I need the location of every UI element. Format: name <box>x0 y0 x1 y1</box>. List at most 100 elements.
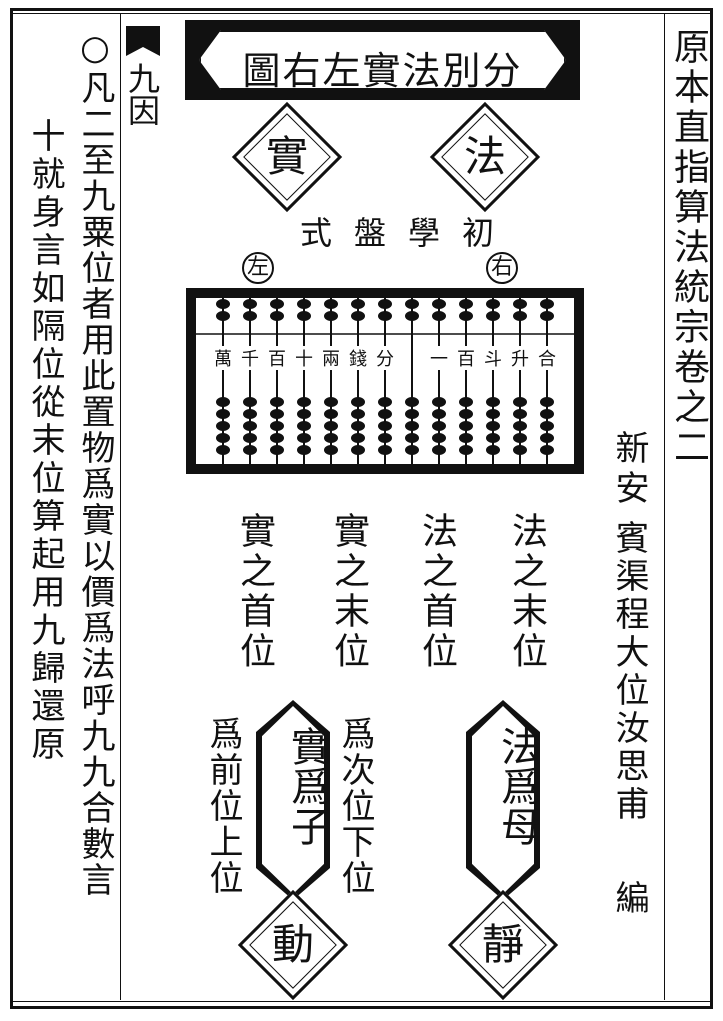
abacus-label-bg <box>456 346 476 370</box>
abacus-lower-bead <box>513 433 527 443</box>
abacus-lower-bead <box>405 409 419 419</box>
abacus-upper-bead <box>297 299 311 309</box>
top-border <box>10 8 713 11</box>
top-border-inner <box>10 13 713 14</box>
abacus-lower-bead <box>243 433 257 443</box>
right-border <box>710 8 713 1009</box>
next-lower-position: 爲次位下位 <box>335 716 375 896</box>
abacus-label-bg <box>240 346 260 370</box>
banner-title: 圖右左實法別分 <box>242 49 523 93</box>
abacus-upper-bead <box>243 299 257 309</box>
abacus-lower-bead <box>297 397 311 407</box>
abacus-beads: 萬千百十兩錢分一百斗升合 <box>196 298 574 464</box>
abacus-rod-label: 錢 <box>349 349 367 370</box>
abacus-rod-label: 一 <box>430 349 448 370</box>
title-banner: 圖右左實法別分 <box>185 20 580 100</box>
abacus-lower-bead <box>270 433 284 443</box>
abacus-lower-bead <box>432 421 446 431</box>
abacus-upper-bead <box>378 311 392 321</box>
abacus-lower-bead <box>513 397 527 407</box>
abacus-lower-bead <box>216 397 230 407</box>
abacus-lower-bead <box>486 397 500 407</box>
dong-diamond-label: 動 <box>271 920 314 969</box>
abacus-lower-bead <box>270 397 284 407</box>
shi-zi-badge-inner <box>262 706 324 894</box>
abacus-lower-bead <box>486 421 500 431</box>
abacus-upper-bead <box>216 299 230 309</box>
abacus-upper-bead <box>297 311 311 321</box>
abacus-lower-bead <box>324 421 338 431</box>
abacus-lower-bead <box>351 397 365 407</box>
abacus-lower-bead <box>540 433 554 443</box>
fa-mu-badge: 法爲母 <box>466 700 540 900</box>
abacus-lower-bead <box>243 409 257 419</box>
abacus-lower-bead <box>297 409 311 419</box>
book-title: 原本直指算法統宗卷之二 <box>668 28 709 468</box>
left-column-divider <box>120 14 121 1000</box>
shi-zi-badge: 實爲子 <box>256 700 330 900</box>
abacus-lower-bead <box>378 433 392 443</box>
abacus-lower-bead <box>405 445 419 455</box>
right-column-divider <box>664 14 665 1000</box>
shi-diamond-label: 實 <box>265 132 308 181</box>
compiled-by: 編 <box>609 880 649 914</box>
shi-last-position: 實之末位 <box>328 512 369 672</box>
abacus-lower-bead <box>270 445 284 455</box>
abacus-label-bg <box>321 346 341 370</box>
body-line-1: ○凡二至九粟位者用此置物爲實以價爲法呼九九合數言 <box>75 28 115 898</box>
abacus-rod-label: 合 <box>538 349 556 370</box>
abacus-lower-bead <box>270 409 284 419</box>
abacus-rod-label: 十 <box>295 349 313 370</box>
abacus-upper-bead <box>459 299 473 309</box>
abacus-lower-bead <box>459 397 473 407</box>
fa-mu-badge-inner <box>472 706 534 894</box>
abacus-lower-bead <box>243 421 257 431</box>
abacus-upper-bead <box>405 311 419 321</box>
left-border <box>10 8 13 1009</box>
abacus-lower-bead <box>486 409 500 419</box>
abacus-lower-bead <box>432 433 446 443</box>
heading-mark-text: 九因 <box>123 62 161 126</box>
abacus-lower-bead <box>270 421 284 431</box>
abacus-upper-bead <box>432 311 446 321</box>
abacus-lower-bead <box>513 421 527 431</box>
shi-zi-text: 實爲子 <box>284 726 330 846</box>
abacus-lower-bead <box>243 397 257 407</box>
abacus-upper-bead <box>540 299 554 309</box>
abacus-upper-bead <box>405 299 419 309</box>
abacus-lower-bead <box>540 409 554 419</box>
abacus-lower-bead <box>378 421 392 431</box>
abacus-lower-bead <box>324 433 338 443</box>
abacus-rod-label: 升 <box>511 349 529 370</box>
abacus-upper-bead <box>486 299 500 309</box>
abacus-upper-bead <box>351 311 365 321</box>
abacus-lower-bead <box>351 409 365 419</box>
abacus-lower-bead <box>405 433 419 443</box>
abacus-rod-label: 斗 <box>484 349 502 370</box>
abacus-lower-bead <box>324 445 338 455</box>
author-name: 賓渠程大位汝思甫 <box>609 520 649 824</box>
abacus-lower-bead <box>378 445 392 455</box>
abacus-upper-bead <box>243 311 257 321</box>
left-marker-text: 左 <box>246 255 269 280</box>
abacus-upper-bead <box>513 311 527 321</box>
abacus-lower-bead <box>432 397 446 407</box>
abacus-upper-bead <box>513 299 527 309</box>
abacus-lower-bead <box>243 445 257 455</box>
abacus-lower-bead <box>459 433 473 443</box>
abacus-lower-bead <box>405 421 419 431</box>
abacus-lower-bead <box>351 445 365 455</box>
abacus-upper-bead <box>432 299 446 309</box>
abacus-rod-label: 兩 <box>322 349 340 370</box>
abacus-label-bg <box>213 346 233 370</box>
abacus-lower-bead <box>513 409 527 419</box>
abacus-rod-label: 分 <box>376 349 394 370</box>
left-marker: 左 <box>242 252 274 284</box>
abacus-upper-bead <box>324 299 338 309</box>
abacus-lower-bead <box>324 409 338 419</box>
abacus-lower-bead <box>324 397 338 407</box>
abacus-lower-bead <box>540 397 554 407</box>
abacus-lower-bead <box>297 445 311 455</box>
abacus-lower-bead <box>351 421 365 431</box>
